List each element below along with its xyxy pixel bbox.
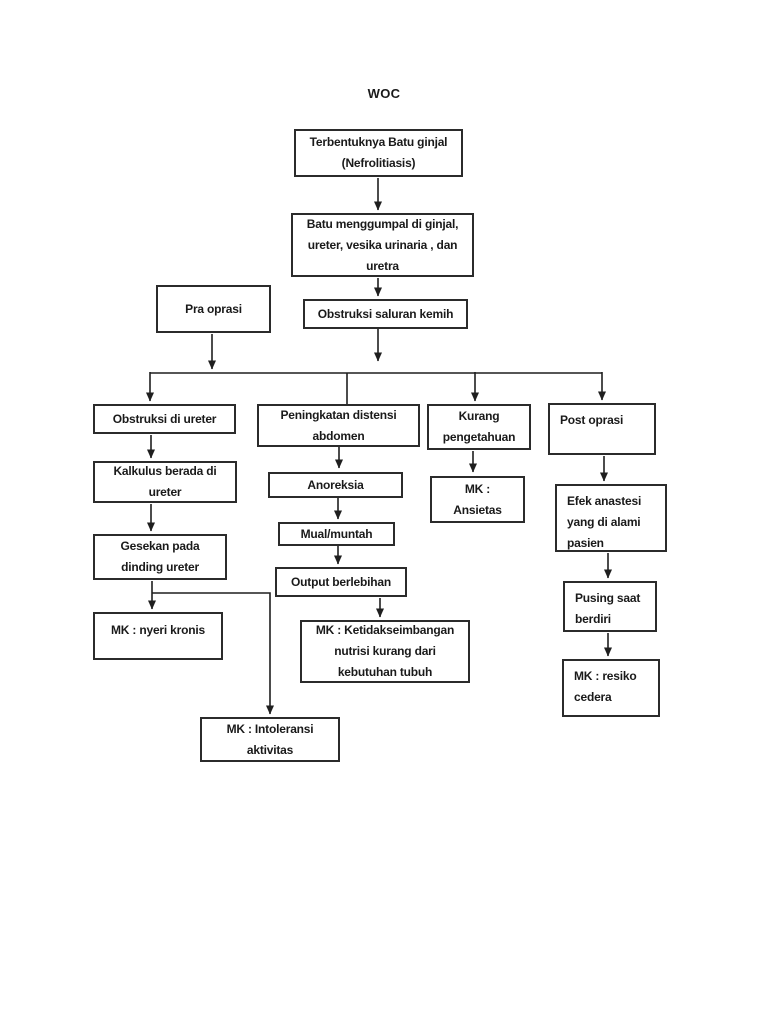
node-label-line: Gesekan pada <box>120 539 200 553</box>
node-label-line: Peningkatan distensi <box>280 407 397 422</box>
node-label-line: dinding ureter <box>121 560 199 574</box>
node-mk-ketidakseimbangan-nutrisi: MK : Ketidakseimbangan nutrisi kurang da… <box>300 620 470 683</box>
edge-gesekan-to-mk-intoleransi <box>152 592 274 715</box>
node-label-line: Pusing saat <box>575 591 641 605</box>
node-label-line: kebutuhan tubuh <box>337 665 433 679</box>
node-post-oprasi: Post oprasi <box>548 403 656 455</box>
node-label-line: Pra oprasi <box>185 301 242 316</box>
node-mk-nyeri-kronis: MK : nyeri kronis <box>93 612 223 660</box>
node-label-line: uretra <box>366 258 399 273</box>
node-efek-anastesi: Efek anastesi yang di alami pasien <box>555 484 667 552</box>
node-label-line: ureter, vesika urinaria , dan <box>307 237 458 252</box>
node-obstruksi-saluran-kemih: Obstruksi saluran kemih <box>303 299 468 329</box>
page-title: WOC <box>367 86 401 101</box>
node-peningkatan-distensi-abdomen: Peningkatan distensi abdomen <box>257 404 420 447</box>
node-label-line: Efek anastesi <box>567 494 642 508</box>
node-label-line: pasien <box>567 536 604 550</box>
node-terbentuknya-batu-ginjal: Terbentuknya Batu ginjal (Nefrolitiasis) <box>294 129 463 177</box>
node-label-line: MK : resiko <box>574 669 637 683</box>
node-label-line: Obstruksi saluran kemih <box>317 306 454 321</box>
node-batu-menggumpal: Batu menggumpal di ginjal, ureter, vesik… <box>291 213 474 277</box>
node-mk-resiko-cedera: MK : resiko cedera <box>562 659 660 717</box>
node-label-line: Kurang <box>458 409 500 423</box>
node-label-line: nutrisi kurang dari <box>334 644 436 658</box>
node-label-line: MK : Ketidakseimbangan <box>315 623 455 637</box>
node-obstruksi-di-ureter: Obstruksi di ureter <box>93 404 236 434</box>
node-label-line: yang di alami <box>567 515 641 529</box>
node-mk-ansietas: MK : Ansietas <box>430 476 525 523</box>
node-label-line: Ansietas <box>453 502 502 517</box>
node-label-line: aktivitas <box>246 742 294 757</box>
node-label-line: Terbentuknya Batu ginjal <box>309 135 448 149</box>
node-label-line: (Nefrolitiasis) <box>341 156 416 170</box>
node-label-line: Kalkulus berada di <box>113 464 217 478</box>
node-label-line: ureter <box>148 485 182 499</box>
node-gesekan-pada-dinding-ureter: Gesekan pada dinding ureter <box>93 534 227 580</box>
node-label-line: MK : nyeri kronis <box>111 623 205 637</box>
node-output-berlebihan: Output berlebihan <box>275 567 407 597</box>
node-label-line: MK : Intoleransi <box>226 721 314 736</box>
node-label-line: Batu menggumpal di ginjal, <box>306 216 459 231</box>
node-label-line: pengetahuan <box>442 430 516 444</box>
node-label-line: Anoreksia <box>307 477 364 492</box>
node-mual-muntah: Mual/muntah <box>278 522 395 546</box>
node-mk-intoleransi-aktivitas: MK : Intoleransi aktivitas <box>200 717 340 762</box>
node-label-line: Output berlebihan <box>291 574 391 589</box>
node-anoreksia: Anoreksia <box>268 472 403 498</box>
node-label-line: abdomen <box>312 428 365 443</box>
node-label-line: cedera <box>574 690 612 704</box>
node-pra-oprasi: Pra oprasi <box>156 285 271 333</box>
node-label-line: berdiri <box>575 612 611 626</box>
node-label-line: MK : <box>464 481 491 496</box>
node-pusing-saat-berdiri: Pusing saat berdiri <box>563 581 657 632</box>
node-label-line: Post oprasi <box>560 413 624 427</box>
node-kalkulus-berada-di-ureter: Kalkulus berada di ureter <box>93 461 237 503</box>
node-label-line: Obstruksi di ureter <box>112 411 217 426</box>
node-label-line: Mual/muntah <box>300 526 373 541</box>
node-kurang-pengetahuan: Kurang pengetahuan <box>427 404 531 450</box>
